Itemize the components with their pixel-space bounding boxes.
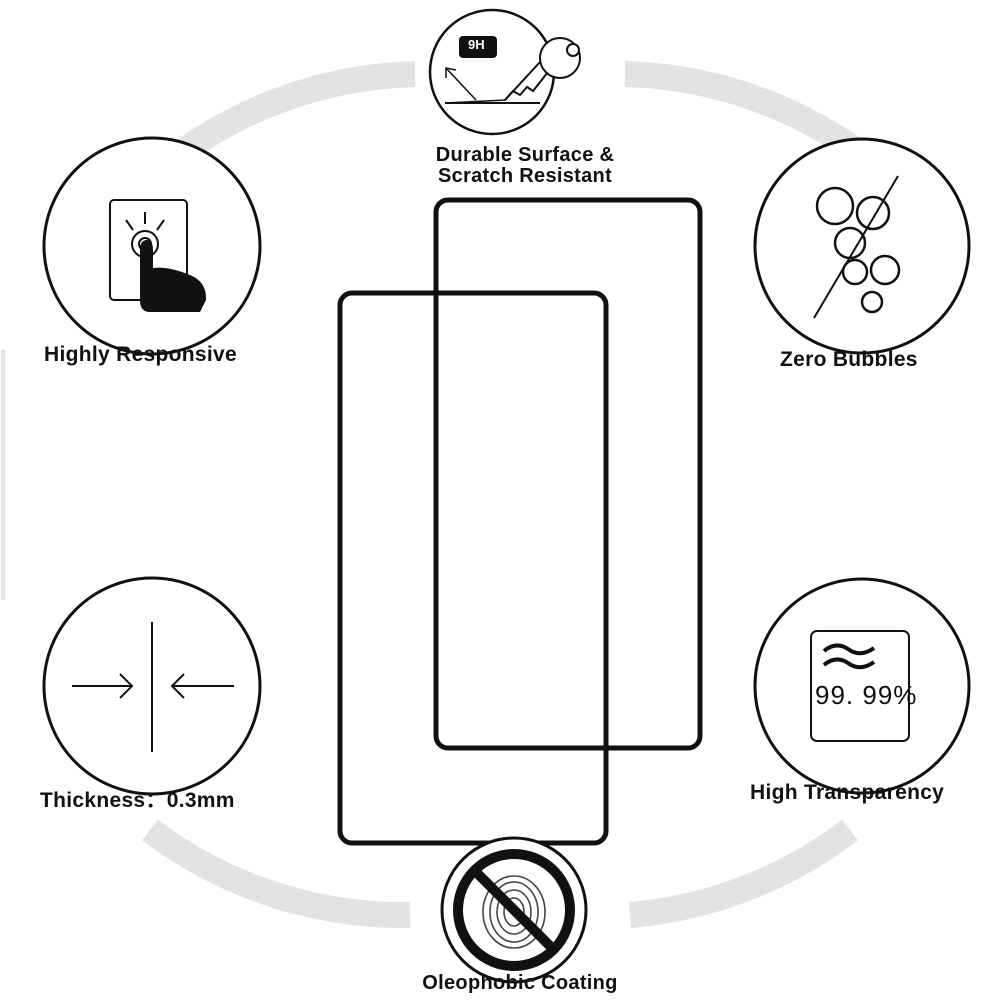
transparency-value: 99. 99% [815, 680, 918, 710]
bubbles-icon [753, 137, 971, 355]
thickness-label: Thickness：0.3mm [40, 789, 235, 812]
transparency-icon [753, 577, 971, 795]
durable-label-line2: Scratch Resistant [437, 165, 613, 187]
bubbles-label: Zero Bubbles [780, 348, 918, 371]
durable-label: Durable Surface & Scratch Resistant [370, 145, 680, 187]
key-scratch-icon [428, 8, 581, 136]
transparency-label: High Transparency [750, 781, 945, 804]
no-fingerprint-icon [440, 836, 588, 984]
thickness-arrows-icon [42, 576, 262, 796]
touch-finger-icon [42, 136, 262, 356]
oleophobic-label: Oleophobic Coating [422, 972, 618, 994]
responsive-label: Highly Responsive [44, 343, 237, 366]
durable-label-line1: Durable Surface & [435, 144, 615, 166]
background-ring [142, 61, 863, 929]
hardness-badge: 9H [468, 37, 485, 52]
protector-front-outline [337, 290, 609, 846]
protector-back-outline [433, 197, 703, 751]
